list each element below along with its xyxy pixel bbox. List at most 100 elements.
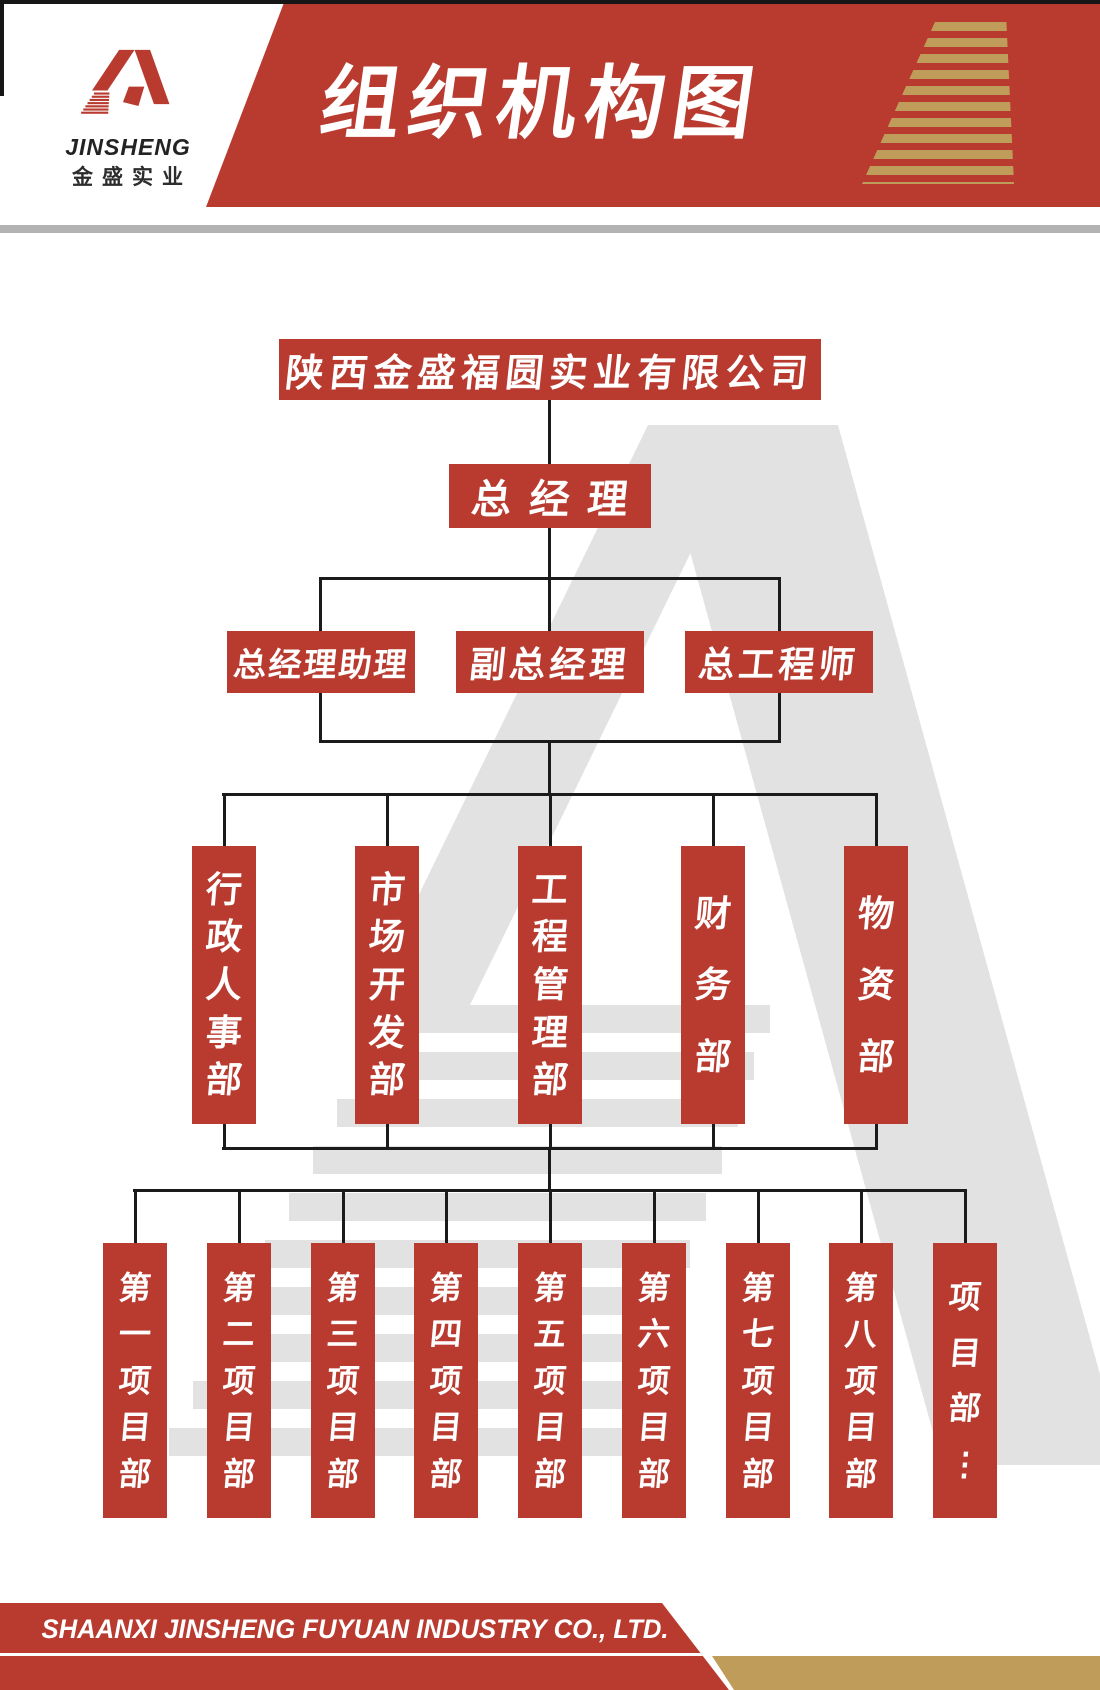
org-node-label-char: 项 [532, 1362, 568, 1399]
org-node-label-char: 物 [856, 892, 896, 934]
connector-line [133, 1189, 137, 1244]
org-node-label-char: 部 [367, 1059, 407, 1101]
org-node-project-dept-2: 第二项目部 [207, 1243, 271, 1518]
org-node-admin-hr-dept: 行政人事部 [192, 846, 256, 1124]
connector-line [756, 1189, 760, 1244]
org-node-label: 总经理助理 [231, 646, 411, 683]
connector-line [548, 1147, 551, 1192]
org-node-label-char: 目 [117, 1409, 153, 1445]
org-node-label-char: 第 [843, 1269, 879, 1306]
org-node-label-char: 部 [636, 1455, 672, 1492]
org-node-label-char: 项 [221, 1362, 257, 1399]
left-border [0, 0, 4, 96]
org-node-project-dept-8: 第八项目部 [829, 1243, 893, 1518]
org-node-label-char: 第 [325, 1269, 361, 1306]
org-node-label-char: 理 [530, 1011, 570, 1053]
org-node-label-char: 开 [367, 963, 407, 1005]
org-node-engineering-mgmt-dept: 工程管理部 [518, 846, 582, 1124]
org-node-label-char: 四 [428, 1316, 464, 1352]
org-node-label-char: 八 [843, 1316, 879, 1352]
org-node-label-char: 项 [636, 1362, 672, 1399]
connector-line [963, 1189, 967, 1244]
org-node-label-char: 第 [428, 1269, 464, 1306]
org-node-label-char: 部 [843, 1455, 879, 1492]
org-node-label: 副总经理 [467, 644, 632, 685]
org-node-label-char: 第 [636, 1269, 672, 1306]
org-node-project-dept-5: 第五项目部 [518, 1243, 582, 1518]
org-node-label-char: 发 [367, 1011, 407, 1053]
org-node-label-char: 务 [693, 964, 733, 1005]
org-node-label-char: 第 [532, 1269, 568, 1306]
org-node-label-char: 第 [221, 1269, 257, 1306]
org-node-label-char: 六 [636, 1316, 672, 1352]
org-node-label-char: 行 [204, 868, 244, 910]
connector-line [652, 1189, 656, 1244]
footer-company-name: SHAANXI JINSHENG FUYUAN INDUSTRY CO., LT… [41, 1614, 669, 1644]
org-node-label-char: 三 [325, 1316, 361, 1352]
connector-line [237, 1189, 241, 1244]
org-node-label-char: 项 [428, 1362, 464, 1399]
org-node-label-char: 目 [325, 1409, 361, 1445]
org-node-label-char: 七 [740, 1316, 776, 1352]
connector-line [548, 1189, 552, 1244]
org-node-label: 总经理 [469, 478, 648, 522]
page-title: 组织机构图 [314, 59, 768, 148]
connector-line [548, 740, 551, 795]
header: JINSHENG 金盛实业 组织机构图 [0, 0, 1100, 207]
connector-line [548, 577, 551, 633]
org-node-label-char: 资 [856, 964, 896, 1005]
connector-line [341, 1189, 345, 1244]
connector-line [548, 528, 551, 578]
org-node-project-dept-4: 第四项目部 [414, 1243, 478, 1518]
org-node-label-char: 部 [740, 1455, 776, 1492]
org-node-general-manager: 总经理 [449, 464, 651, 528]
org-node-label-char: 项 [947, 1278, 983, 1315]
org-node-label-char: 场 [367, 916, 407, 958]
org-node-label-char: 部 [693, 1035, 733, 1077]
org-node-label-char: 项 [325, 1362, 361, 1399]
org-node-label-char: 目 [740, 1409, 776, 1445]
org-node-label-char: 目 [947, 1334, 983, 1371]
org-node-project-dept-7: 第七项目部 [726, 1243, 790, 1518]
brand-name-cn: 金盛实业 [72, 166, 192, 189]
org-node-label-char: 二 [221, 1316, 257, 1352]
org-node-gm-assistant: 总经理助理 [227, 631, 415, 693]
org-node-label-char: 人 [204, 963, 244, 1005]
org-node-finance-dept: 财务部 [681, 846, 745, 1124]
org-node-label: 陕西金盛福圆实业有限公司 [283, 353, 816, 395]
org-node-label-char: 部 [117, 1455, 153, 1492]
org-node-label-char: ⋮ [947, 1446, 983, 1483]
org-node-label-char: 部 [221, 1455, 257, 1492]
org-node-market-dev-dept: 市场开发部 [355, 846, 419, 1124]
connector-line [711, 793, 715, 847]
org-node-label-char: 部 [204, 1059, 244, 1101]
org-node-label-char: 项 [740, 1362, 776, 1399]
org-node-label-char: 市 [367, 868, 407, 910]
org-node-project-dept-1: 第一项目部 [103, 1243, 167, 1518]
footer-red-banner: SHAANXI JINSHENG FUYUAN INDUSTRY CO., LT… [0, 1603, 729, 1690]
connector-line [548, 399, 551, 465]
org-node-label-char: 工 [530, 868, 570, 910]
org-node-label-char: 政 [204, 916, 244, 958]
org-node-label-char: 程 [530, 916, 570, 958]
connector-line [222, 793, 226, 847]
org-node-label-char: 部 [530, 1059, 570, 1101]
org-node-label-char: 财 [693, 892, 733, 934]
org-node-label-char: 部 [532, 1455, 568, 1492]
header-divider [0, 225, 1100, 233]
org-node-label-char: 管 [530, 963, 570, 1005]
org-node-chief-engineer: 总工程师 [685, 631, 873, 693]
org-node-label-char: 部 [428, 1455, 464, 1492]
jinsheng-logo-icon [81, 49, 170, 114]
org-node-label-char: 目 [636, 1409, 672, 1445]
top-border [0, 0, 1100, 4]
connector-line [385, 793, 389, 847]
connector-line [859, 1189, 863, 1244]
org-node-project-dept-more: 项目部⋮ [933, 1243, 997, 1518]
org-node-label-char: 第 [740, 1269, 776, 1306]
org-node-label-char: 部 [856, 1035, 896, 1077]
org-node-deputy-gm: 副总经理 [456, 631, 644, 693]
connector-line [444, 1189, 448, 1244]
org-node-project-dept-6: 第六项目部 [622, 1243, 686, 1518]
